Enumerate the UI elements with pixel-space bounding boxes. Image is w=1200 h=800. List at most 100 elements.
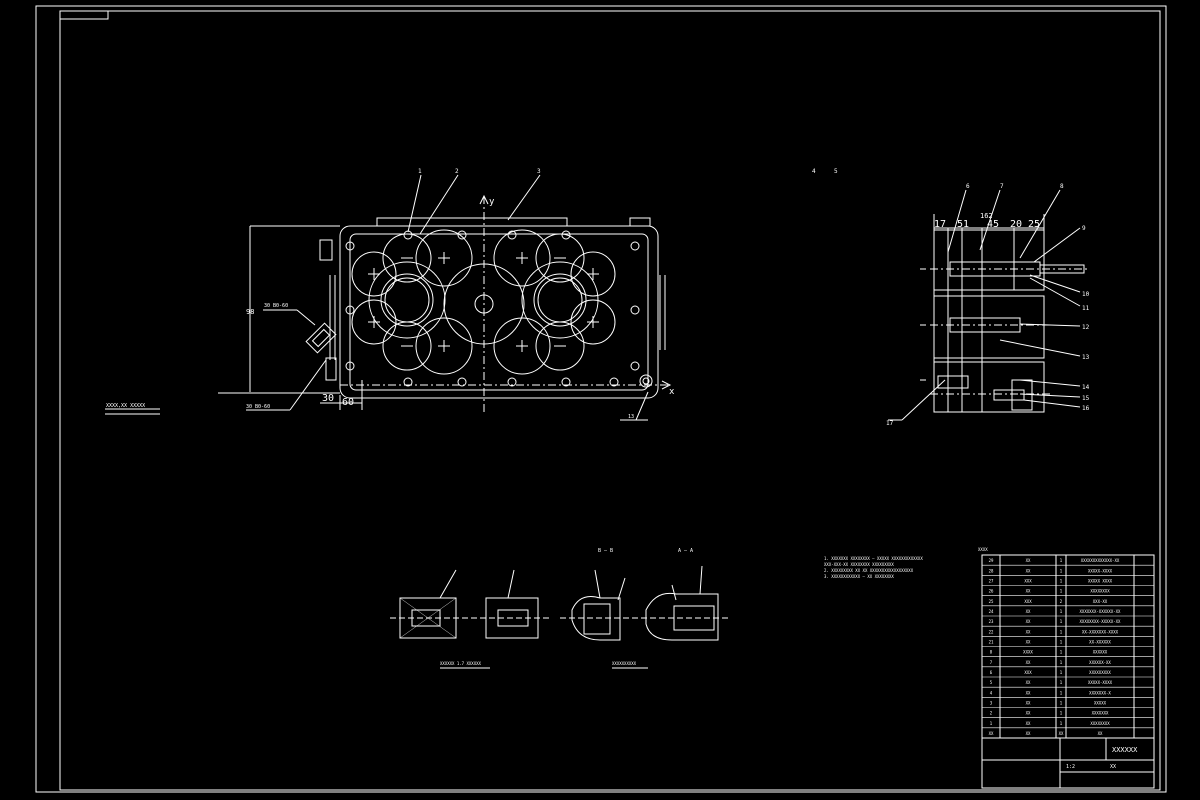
callout-3: 3 (537, 168, 541, 175)
bom-cell: 1 (1060, 690, 1063, 695)
side-callout-9: 9 (1082, 225, 1086, 232)
section-label-4: 4 (812, 168, 816, 175)
bom-cell: 21 (989, 639, 994, 644)
side-dim-45: 45 (987, 219, 999, 230)
spec-left-1: 30 B0-60 (264, 303, 288, 309)
bom-cell: XXXXX-XXXX (1088, 568, 1113, 573)
bom-cell: XX (1026, 558, 1031, 563)
callout-2: 2 (455, 168, 459, 175)
drawing-title: XXXXXX (1112, 746, 1138, 754)
bom-cell: XX (1026, 660, 1031, 665)
bom-cell: 1 (1060, 650, 1063, 655)
bom-cell: XXXXXXX-XXXXXX-XX (1080, 609, 1122, 614)
front-view-text: y x 98 30 60 1 2 3 13 30 B0-60 30 B0-60 … (106, 168, 838, 420)
bom-cell: 22 (989, 629, 994, 634)
detail-views-text: XXXXXX 1.7 XXXXXX XXXXXXXXXX B — B A — A (440, 548, 693, 666)
bom-cell: 7 (990, 660, 993, 665)
bom-cell: 23 (989, 619, 994, 624)
bom-cell: 1 (990, 721, 993, 726)
bom-cell: XXXXXXXX (1090, 721, 1110, 726)
side-dim-20: 20 (1010, 219, 1022, 230)
bom-cell: 24 (989, 609, 994, 614)
drawing-sheet: XX (1110, 764, 1116, 770)
bom-cell: 3 (990, 700, 993, 705)
bom-cell: XX (1026, 639, 1031, 644)
tech-notes: 1. XXXXXXX XXXXXXXX — XXXXX XXXXXXXXXXXX… (824, 556, 923, 579)
spec-left-2: 30 B0-60 (246, 404, 270, 410)
bom-cell: 2 (1060, 599, 1063, 604)
bom-cell: XX (1026, 711, 1031, 716)
section-b-label: B — B (598, 548, 613, 554)
callout-13: 13 (628, 414, 634, 420)
side-view-text: 17 51 45 20 25 162 6 7 8 9 10 11 12 13 1… (886, 183, 1090, 427)
bom-cell: 1 (1060, 619, 1063, 624)
bom-cell: 1 (1060, 639, 1063, 644)
title-block-text: XXXX XXXXXX 1:2 XX (978, 547, 1138, 770)
side-callout-6: 6 (966, 183, 970, 190)
bom-cell: 6 (990, 670, 993, 675)
bom-cell: 1 (1060, 629, 1063, 634)
bom-cell: XX (1026, 680, 1031, 685)
side-dim-17: 17 (934, 219, 946, 230)
bom-cell: XXXXXXXXX (1089, 670, 1111, 675)
dim-vertical-98: 98 (246, 308, 254, 316)
detail-views (390, 565, 730, 669)
bom-cell: 8 (990, 650, 993, 655)
bom-cell: XX (1026, 700, 1031, 705)
bom-cell: XXXXXXXXXXXXX-XX (1081, 558, 1120, 563)
side-callout-16: 16 (1082, 405, 1090, 412)
drawing-scale: 1:2 (1066, 764, 1075, 770)
side-callout-12: 12 (1082, 324, 1090, 331)
bom-cell: XXXXXXX (1092, 711, 1109, 716)
bom-cell: XXXXXX (1093, 650, 1108, 655)
side-dim-51: 51 (957, 219, 969, 230)
bom-cell: 1 (1060, 700, 1063, 705)
bom-cell: 4 (990, 690, 993, 695)
bom-cell: 25 (989, 599, 994, 604)
bom-cell: XX-XXXXXX (1089, 639, 1111, 644)
bom-cell: 1 (1060, 578, 1063, 583)
side-callout-17: 17 (886, 420, 894, 427)
axis-y-label: y (489, 197, 495, 207)
side-dim-25: 25 (1028, 219, 1040, 230)
axis-x-label: x (669, 387, 675, 397)
tech-note-3: 2. XXXXXXXXX XX XX XXXXXXXXXXXXXXXXXX (824, 568, 914, 573)
side-callout-7: 7 (1000, 183, 1004, 190)
bom-cell: XXX (1024, 578, 1032, 583)
section-label-5: 5 (834, 168, 838, 175)
bom-cell: XXXXXXX-X (1089, 690, 1111, 695)
bom-cell: XX (1026, 609, 1031, 614)
side-view (888, 189, 1090, 421)
dim-60: 60 (342, 397, 354, 408)
bom-cell: XXX (1024, 599, 1032, 604)
bom-cell: 1 (1060, 589, 1063, 594)
bom-cell: 29 (989, 558, 994, 563)
tech-note-4: 3. XXXXXXXXXXXX — XX XXXXXXXX (824, 574, 894, 579)
dim-30: 30 (322, 393, 334, 404)
bom-cell: XXXXX (1094, 700, 1107, 705)
bom-cell: 1 (1060, 711, 1063, 716)
sheet-border-outer (35, 5, 1167, 793)
bom-cell: XXXXXXXX (1090, 589, 1110, 594)
bom-cell: XX (1098, 731, 1103, 736)
bom-cell: XXXX (1023, 650, 1033, 655)
bom-cell: 5 (990, 680, 993, 685)
bom-cell: 1 (1060, 721, 1063, 726)
bom-cell: XX (1026, 589, 1031, 594)
tech-note-2: XXX-XXX-XX XXXXXXXX XXXXXXXXX (824, 562, 894, 567)
bom-cell: 26 (989, 589, 994, 594)
bom-cell: XX (1026, 721, 1031, 726)
side-callout-15: 15 (1082, 395, 1090, 402)
detail-caption-2: XXXXXXXXXX (612, 661, 637, 666)
front-view (105, 174, 672, 421)
bom-cell: XX (1026, 619, 1031, 624)
bom-cell: XX (1059, 731, 1064, 736)
section-a-label: A — A (678, 548, 693, 554)
bom-cell: 2 (990, 711, 993, 716)
bom-cell: 28 (989, 568, 994, 573)
side-callout-13: 13 (1082, 354, 1090, 361)
bom-cell: XX (1026, 690, 1031, 695)
side-dim-162: 162 (980, 212, 993, 220)
